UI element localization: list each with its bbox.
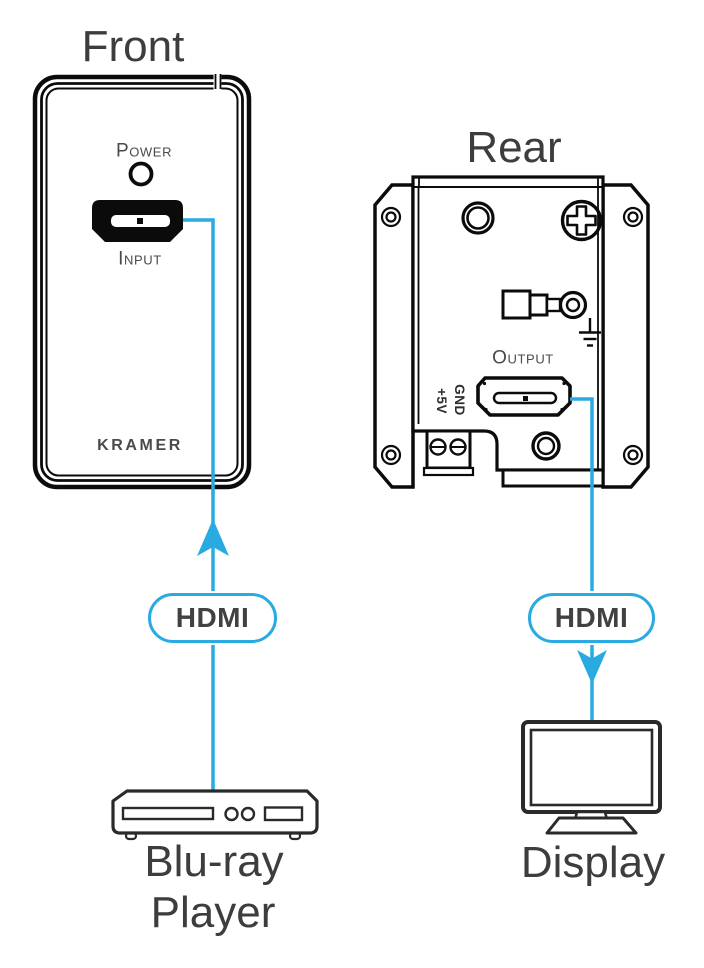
hdmi-cable-badge-left: HDMI <box>148 593 277 643</box>
sink-device-label: Display <box>520 838 666 887</box>
jack-hole-icon <box>531 431 561 461</box>
phillips-screw-icon <box>560 199 603 242</box>
hdmi-input-port-icon <box>92 200 183 242</box>
source-device-label-line2: Player <box>150 888 276 937</box>
bluray-player-icon <box>111 789 319 841</box>
left-mounting-ear <box>373 183 415 489</box>
disc-tray-icon <box>121 806 215 821</box>
rear-view-title: Rear <box>466 123 562 172</box>
right-mounting-ear <box>601 183 650 489</box>
front-panel-drawing <box>32 72 252 490</box>
bottom-plate <box>501 468 605 488</box>
hdmi-cable-badge-left-label: HDMI <box>175 602 250 633</box>
kramer-logo: KRAMER <box>97 437 183 454</box>
hdmi-cable-badge-right: HDMI <box>528 593 655 643</box>
hdmi-cable-badge-right-label: HDMI <box>554 602 629 633</box>
mounting-hole-icon <box>380 206 644 466</box>
input-label: Input <box>118 248 162 270</box>
player-display-window <box>263 806 304 822</box>
hdmi-cable-left <box>183 218 215 790</box>
power-led-icon <box>128 161 154 187</box>
ground-lug-icon <box>501 289 588 320</box>
source-device-label-line1: Blu-ray <box>144 837 284 886</box>
plus5v-label: +5V <box>433 388 449 414</box>
front-view-title: Front <box>81 22 185 71</box>
panel-hole-icon <box>461 201 495 235</box>
gnd-label: GND <box>451 384 467 416</box>
signal-up-arrow-icon <box>197 519 229 556</box>
ground-symbol-icon <box>579 318 601 347</box>
signal-down-arrow-icon <box>577 650 607 684</box>
rear-panel-drawing <box>373 175 650 489</box>
power-label: Power <box>115 140 173 162</box>
power-terminal-block-icon <box>422 429 475 477</box>
panel-seam <box>213 72 222 91</box>
hdmi-output-port-icon <box>476 376 572 417</box>
display-monitor-icon <box>521 720 662 835</box>
output-label: Output <box>492 347 554 369</box>
